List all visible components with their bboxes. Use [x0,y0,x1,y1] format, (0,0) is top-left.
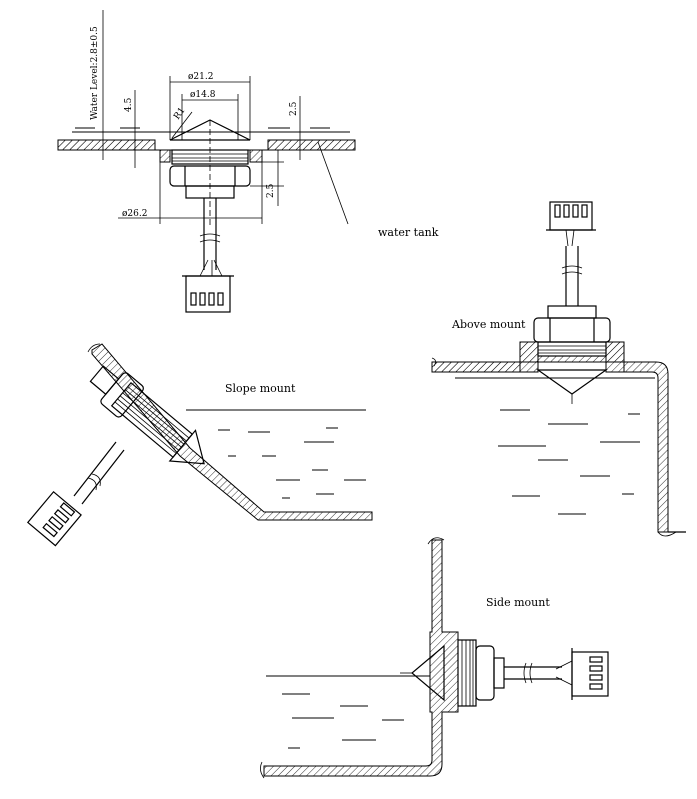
tank-wall-side [263,539,459,777]
dim-bottom-diameter: ø26.2 [122,209,147,219]
sensor-cone-side [411,644,445,702]
label-slope-mount: Slope mount [225,382,296,395]
lock-nut-side [475,645,495,701]
sensor-body [171,149,249,165]
side-mount-view: Side mount [260,537,609,779]
dim-lower-height: 2.5 [266,183,276,198]
dim-left-height: 4.5 [124,97,134,112]
sensor-slope [89,365,205,465]
above-mount-view: Above mount [431,201,686,537]
lock-nut-above [533,317,611,343]
dim-outer-diameter: ø21.2 [188,72,213,82]
label-water-tank: water tank [378,226,439,239]
dim-inner-diameter: ø14.8 [190,90,216,100]
water-side [266,675,430,749]
label-above-mount: Above mount [451,318,526,331]
label-side-mount: Side mount [486,596,550,609]
connector-above [549,201,593,231]
dim-water-level: Water Level:2.8±0.5 [90,26,100,120]
dim-right-height: 2.5 [289,101,299,116]
connector-slope [26,490,82,547]
sensor-cone-above [536,369,608,395]
water-slope [186,409,366,499]
top-section-view: ø21.2 ø14.8 R1 Water Level:2.8±0.5 4.5 2… [57,10,439,313]
slope-mount-view: Slope mount [26,343,373,547]
dim-radius: R1 [172,106,187,122]
water-above [455,377,655,515]
